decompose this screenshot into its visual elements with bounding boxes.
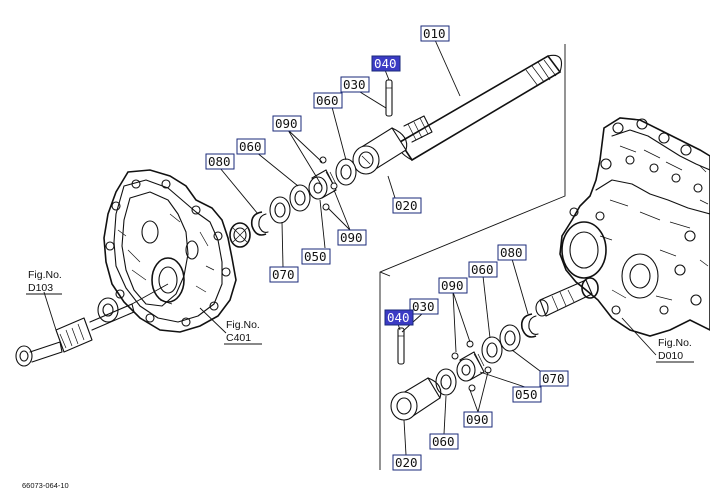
svg-text:Fig.No.: Fig.No. — [658, 337, 692, 349]
gear-050-bottom — [456, 351, 485, 382]
label-050-bottom[interactable]: 050 — [512, 386, 542, 403]
label-060-bottom-b[interactable]: 060 — [429, 433, 459, 450]
svg-text:040: 040 — [387, 310, 410, 325]
washer-070-top — [289, 184, 311, 212]
shaft-gear-d103 — [15, 283, 169, 367]
ref-c401[interactable]: Fig.No. C401 — [224, 319, 262, 345]
washer-070-bottom — [499, 324, 521, 352]
svg-text:Fig.No.: Fig.No. — [226, 319, 260, 331]
ring-060-bottom-a — [481, 336, 503, 364]
label-080-bottom[interactable]: 080 — [497, 244, 527, 261]
svg-text:060: 060 — [432, 434, 455, 449]
svg-text:090: 090 — [466, 412, 489, 427]
sleeve-020-top — [352, 127, 408, 175]
ref-d010[interactable]: Fig.No. D010 — [656, 337, 694, 363]
svg-text:D010: D010 — [658, 350, 683, 362]
label-010[interactable]: 010 — [420, 25, 450, 42]
gear-050-top — [308, 169, 337, 200]
label-070-top[interactable]: 070 — [269, 266, 299, 283]
svg-text:080: 080 — [500, 245, 523, 260]
label-090-top-a[interactable]: 090 — [272, 115, 302, 132]
ref-d103[interactable]: Fig.No. D103 — [26, 269, 62, 295]
label-050-top[interactable]: 050 — [301, 248, 331, 265]
svg-text:090: 090 — [441, 278, 464, 293]
label-020-top[interactable]: 020 — [392, 197, 422, 214]
bearing-left — [229, 222, 251, 248]
shaft-010 — [398, 54, 563, 162]
svg-text:080: 080 — [208, 154, 231, 169]
sleeve-020-bottom — [390, 377, 442, 421]
svg-text:050: 050 — [515, 387, 538, 402]
ring-060-top-b — [269, 196, 291, 224]
label-030-top[interactable]: 030 — [340, 76, 370, 93]
svg-text:D103: D103 — [28, 282, 53, 294]
svg-text:030: 030 — [412, 299, 435, 314]
label-070-bottom[interactable]: 070 — [539, 370, 569, 387]
snap-ring-080-top — [250, 211, 269, 236]
svg-text:050: 050 — [304, 249, 327, 264]
svg-text:060: 060 — [239, 139, 262, 154]
label-090-top-b[interactable]: 090 — [337, 229, 367, 246]
ring-060-top — [335, 158, 357, 186]
label-020-bottom[interactable]: 020 — [392, 454, 422, 471]
label-060-top-a[interactable]: 060 — [313, 92, 343, 109]
label-040-bottom[interactable]: 040 — [384, 309, 414, 326]
pin-030-040-bottom — [397, 327, 405, 365]
pin-030-040-top — [385, 79, 393, 117]
svg-text:020: 020 — [395, 198, 418, 213]
svg-text:030: 030 — [343, 77, 366, 92]
label-090-bottom-b[interactable]: 090 — [463, 411, 493, 428]
snap-ring-080-bottom — [520, 313, 539, 338]
svg-text:070: 070 — [542, 371, 565, 386]
label-060-top-b[interactable]: 060 — [236, 138, 266, 155]
label-060-bottom-a[interactable]: 060 — [468, 261, 498, 278]
svg-text:090: 090 — [340, 230, 363, 245]
svg-text:060: 060 — [316, 93, 339, 108]
label-080-top[interactable]: 080 — [205, 153, 235, 170]
drawing-code: 66073-064-10 — [22, 481, 69, 489]
transmission-d010 — [535, 117, 710, 337]
svg-text:060: 060 — [471, 262, 494, 277]
housing-c401 — [103, 169, 237, 333]
leader-lines — [43, 39, 657, 456]
svg-text:Fig.No.: Fig.No. — [28, 269, 62, 281]
svg-text:090: 090 — [275, 116, 298, 131]
svg-text:010: 010 — [423, 26, 446, 41]
svg-text:070: 070 — [272, 267, 295, 282]
frame-lines — [379, 44, 566, 470]
balls-090-bottom — [451, 340, 492, 392]
ring-060-bottom-b — [435, 368, 457, 396]
label-090-bottom-a[interactable]: 090 — [438, 277, 468, 294]
svg-text:C401: C401 — [226, 332, 251, 344]
label-030-bottom[interactable]: 030 — [409, 298, 439, 315]
svg-text:040: 040 — [374, 56, 397, 71]
label-040-top[interactable]: 040 — [371, 55, 401, 72]
svg-text:020: 020 — [395, 455, 418, 470]
